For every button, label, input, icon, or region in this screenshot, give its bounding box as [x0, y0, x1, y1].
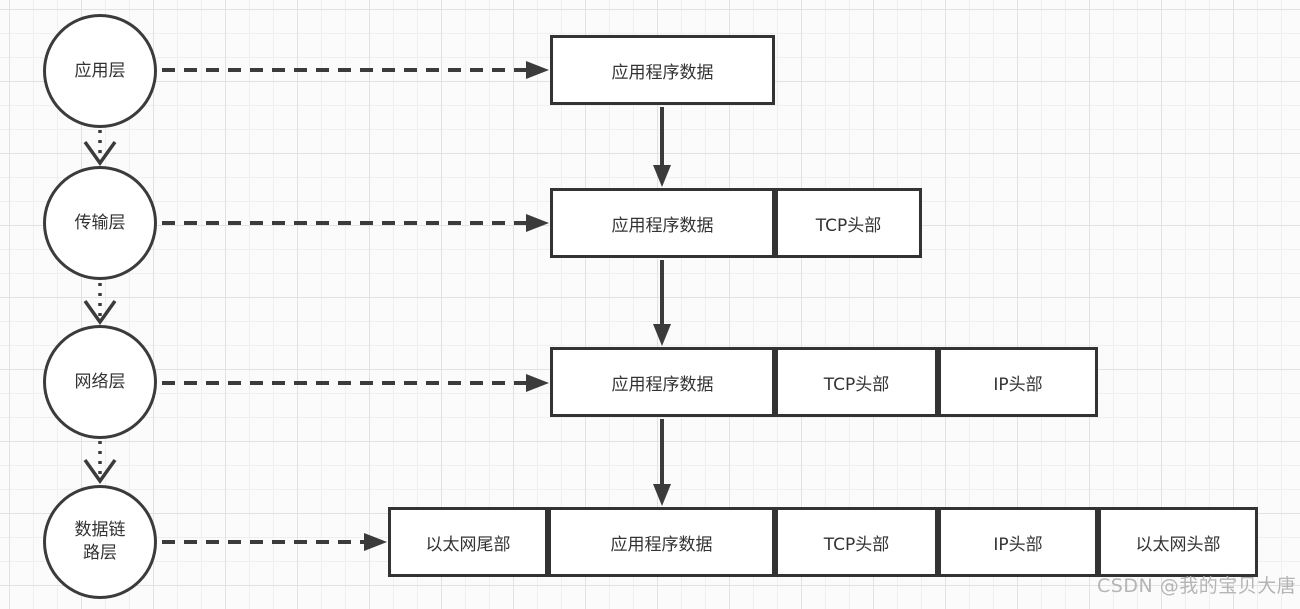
csdn-watermark: CSDN @我的宝贝大唐 — [1097, 575, 1297, 597]
dashed-arrow-application-to-app-data — [162, 61, 549, 79]
segment-app-data-row2: 应用程序数据 — [550, 188, 775, 258]
segment-app-data-row4: 应用程序数据 — [548, 507, 775, 577]
segment-label: 应用程序数据 — [611, 374, 714, 395]
segment-tcp-header-row2: TCP头部 — [775, 188, 922, 258]
segment-eth-trailer-row4: 以太网尾部 — [388, 507, 548, 577]
segment-label: 以太网头部 — [1135, 534, 1221, 555]
segment-app-data-row3: 应用程序数据 — [550, 347, 775, 417]
segment-app-data-row1: 应用程序数据 — [550, 35, 775, 105]
segment-ip-header-row4: IP头部 — [938, 507, 1098, 577]
segment-eth-header-row4: 以太网头部 — [1098, 507, 1258, 577]
solid-arrow-row3-to-row4 — [653, 419, 671, 506]
segment-tcp-header-row3: TCP头部 — [775, 347, 938, 417]
dashed-arrow-network-to-pdu — [162, 374, 549, 392]
dotted-arrow-application-to-transport — [83, 130, 117, 167]
segment-label: TCP头部 — [823, 374, 890, 395]
solid-arrow-row2-to-row3 — [653, 260, 671, 346]
dotted-arrow-network-to-datalink — [83, 441, 117, 485]
layer-label-transport: 传输层 — [74, 212, 126, 233]
dotted-arrow-transport-to-network — [83, 283, 117, 326]
segment-label: IP头部 — [993, 374, 1043, 395]
segment-label: 以太网尾部 — [425, 534, 511, 555]
segment-label: 应用程序数据 — [611, 62, 714, 83]
layer-label-datalink: 数据链路层 — [74, 520, 126, 563]
layer-node-datalink: 数据链路层 — [43, 485, 157, 599]
segment-label: 应用程序数据 — [610, 534, 713, 555]
dashed-arrow-transport-to-pdu — [162, 214, 549, 232]
segment-label: 应用程序数据 — [611, 215, 714, 236]
layer-label-network: 网络层 — [74, 371, 126, 392]
layer-node-network: 网络层 — [43, 325, 157, 439]
layer-label-application: 应用层 — [74, 60, 126, 81]
segment-tcp-header-row4: TCP头部 — [775, 507, 938, 577]
layer-node-transport: 传输层 — [43, 166, 157, 280]
dashed-arrow-datalink-to-frame — [162, 533, 387, 551]
segment-label: TCP头部 — [823, 534, 890, 555]
layer-node-application: 应用层 — [43, 14, 157, 128]
segment-label: TCP头部 — [815, 215, 882, 236]
segment-label: IP头部 — [993, 534, 1043, 555]
segment-ip-header-row3: IP头部 — [938, 347, 1098, 417]
solid-arrow-row1-to-row2 — [653, 107, 671, 187]
